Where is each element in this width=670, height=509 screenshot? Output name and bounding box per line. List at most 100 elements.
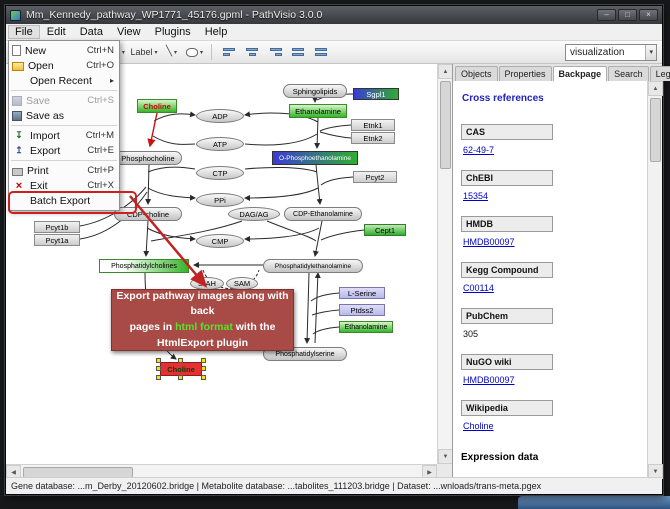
- pathway-node-phosphatidylcholines[interactable]: Phosphatidylcholines: [99, 259, 189, 273]
- pathway-node-ppi[interactable]: PPi: [196, 193, 244, 207]
- align-center-button[interactable]: [242, 43, 262, 62]
- pathway-node-sphingolipids[interactable]: Sphingolipids: [283, 84, 347, 98]
- xref-link-kegg-compound[interactable]: C00114: [463, 283, 494, 293]
- menu-item-print[interactable]: PrintCtrl+P: [9, 163, 119, 178]
- backpage-section-chebi: ChEBI 15354: [461, 170, 639, 216]
- common-height-button[interactable]: [311, 43, 331, 62]
- xref-link-nugo-wiki[interactable]: HMDB00097: [463, 375, 515, 385]
- pathway-node-adp[interactable]: ADP: [196, 109, 244, 123]
- tab-search[interactable]: Search: [608, 66, 649, 81]
- add-label-button[interactable]: Label ▾: [129, 43, 158, 62]
- menu-item-open[interactable]: OpenCtrl+O: [9, 58, 119, 73]
- menubar-item-file[interactable]: File: [8, 25, 40, 39]
- menu-item-label: New: [25, 45, 46, 57]
- xref-link-wikipedia[interactable]: Choline: [463, 421, 494, 431]
- selection-handle[interactable]: [178, 358, 183, 363]
- menu-item-batch-export[interactable]: Batch Export: [9, 193, 119, 208]
- pathway-node-etnk1[interactable]: Etnk1: [351, 119, 395, 131]
- backpage-section-hmdb: HMDB HMDB00097: [461, 216, 639, 262]
- menu-item-save-as[interactable]: Save as: [9, 108, 119, 123]
- tab-legend[interactable]: Legend: [650, 66, 670, 81]
- align-right-button[interactable]: [265, 43, 285, 62]
- add-shape-button[interactable]: ▾: [184, 43, 204, 62]
- new-icon: [12, 45, 21, 56]
- backpage-section-header: HMDB: [461, 216, 553, 232]
- pathway-node-ethanolamine-top[interactable]: Ethanolamine: [289, 104, 347, 118]
- align-left-button[interactable]: [219, 43, 239, 62]
- scroll-down-icon[interactable]: ▼: [438, 449, 452, 464]
- menu-item-label: Open Recent: [30, 75, 92, 87]
- callout-line: Export pathway images along with back: [112, 289, 293, 321]
- taskbar-fragment: [518, 496, 670, 509]
- menu-item-label: Exit: [30, 180, 48, 192]
- selection-handle[interactable]: [156, 358, 161, 363]
- menubar-item-help[interactable]: Help: [198, 25, 235, 39]
- pathvisio-window: Mm_Kennedy_pathway_WP1771_45176.gpml - P…: [5, 5, 663, 495]
- chevron-down-icon: ▾: [645, 45, 656, 60]
- pathway-node-atp[interactable]: ATP: [196, 137, 244, 151]
- selection-handle[interactable]: [201, 358, 206, 363]
- pathway-node-etnk2[interactable]: Etnk2: [351, 132, 395, 144]
- tab-objects[interactable]: Objects: [455, 66, 498, 81]
- maximize-button[interactable]: □: [618, 9, 637, 21]
- pathway-node-ctp[interactable]: CTP: [196, 166, 244, 180]
- panel-scroll-thumb[interactable]: [650, 98, 661, 162]
- menu-item-shortcut: Ctrl+S: [87, 95, 114, 106]
- menu-item-open-recent[interactable]: Open Recent ▸: [9, 73, 119, 88]
- pathway-node-pcyt1b[interactable]: Pcyt1b: [34, 221, 80, 233]
- xref-link-cas[interactable]: 62-49-7: [463, 145, 494, 155]
- pathway-node-ethanolamine-2[interactable]: Ethanolamine: [339, 321, 393, 333]
- menu-item-export[interactable]: ExportCtrl+E: [9, 143, 119, 158]
- pathway-node-phosphocholine[interactable]: Phosphocholine: [114, 151, 182, 165]
- menubar-item-view[interactable]: View: [110, 25, 148, 39]
- xref-link-chebi[interactable]: 15354: [463, 191, 488, 201]
- pathway-node-pcyt2[interactable]: Pcyt2: [353, 171, 397, 183]
- cross-references-heading: Cross references: [462, 93, 639, 104]
- menu-item-label: Print: [27, 165, 49, 177]
- menu-item-new[interactable]: NewCtrl+N: [9, 43, 119, 58]
- backpage-section-header: ChEBI: [461, 170, 553, 186]
- pathway-node-dag-ag[interactable]: DAG/AG: [228, 207, 280, 221]
- pathway-node-cdp-choline[interactable]: CDP-choline: [114, 207, 182, 221]
- minimize-button[interactable]: –: [597, 9, 616, 21]
- menu-item-exit[interactable]: ExitCtrl+X: [9, 178, 119, 193]
- pathway-node-choline-top[interactable]: Choline: [137, 99, 177, 113]
- scroll-up-icon[interactable]: ▲: [438, 64, 452, 79]
- toolbar-separator: [211, 44, 212, 60]
- vertical-scroll-thumb[interactable]: [440, 81, 451, 169]
- menu-item-import[interactable]: ImportCtrl+M: [9, 128, 119, 143]
- pathway-node-ptdss2[interactable]: Ptdss2: [339, 304, 385, 316]
- pathway-node-choline-selected[interactable]: Choline: [160, 362, 202, 376]
- add-line-button[interactable]: ╲ ▾: [161, 43, 181, 62]
- tab-backpage[interactable]: Backpage: [553, 66, 608, 81]
- pathway-node-pcyt1a[interactable]: Pcyt1a: [34, 234, 80, 246]
- pathway-node-cdp-ethanolamine[interactable]: CDP-Ethanolamine: [284, 207, 362, 221]
- selection-handle[interactable]: [156, 366, 161, 371]
- selection-handle[interactable]: [201, 366, 206, 371]
- xref-link-hmdb[interactable]: HMDB00097: [463, 237, 515, 247]
- menubar-item-plugins[interactable]: Plugins: [148, 25, 198, 39]
- menu-item-save[interactable]: SaveCtrl+S: [9, 93, 119, 108]
- scroll-up-icon[interactable]: ▲: [648, 81, 663, 96]
- common-width-button[interactable]: [288, 43, 308, 62]
- pathway-node-sgpl1[interactable]: Sgpl1: [353, 88, 399, 100]
- selection-handle[interactable]: [201, 375, 206, 380]
- selection-handle[interactable]: [178, 375, 183, 380]
- pathway-node-o-phosphoethanolamine[interactable]: O-Phosphoethanolamine: [272, 151, 358, 165]
- pathway-node-l-serine[interactable]: L-Serine: [339, 287, 385, 299]
- visualization-combo[interactable]: visualization ▾: [565, 44, 657, 61]
- submenu-arrow-icon: ▸: [110, 76, 114, 85]
- panel-scrollbar[interactable]: ▲ ▼: [647, 81, 662, 479]
- tab-properties[interactable]: Properties: [499, 66, 552, 81]
- menubar-item-data[interactable]: Data: [73, 25, 110, 39]
- pathway-node-cept1[interactable]: Cept1: [364, 224, 406, 236]
- menu-item-label: Export: [30, 145, 60, 157]
- pathway-node-phosphatidylethanolamine[interactable]: Phosphatidylethanolamine: [263, 259, 363, 273]
- pathway-node-cmp[interactable]: CMP: [196, 234, 244, 248]
- canvas-vertical-scrollbar[interactable]: ▲ ▼: [437, 64, 452, 464]
- backpage-section-header: NuGO wiki: [461, 354, 553, 370]
- chevron-down-icon: ▾: [154, 49, 157, 56]
- selection-handle[interactable]: [156, 375, 161, 380]
- close-button[interactable]: ×: [639, 9, 658, 21]
- menubar-item-edit[interactable]: Edit: [40, 25, 73, 39]
